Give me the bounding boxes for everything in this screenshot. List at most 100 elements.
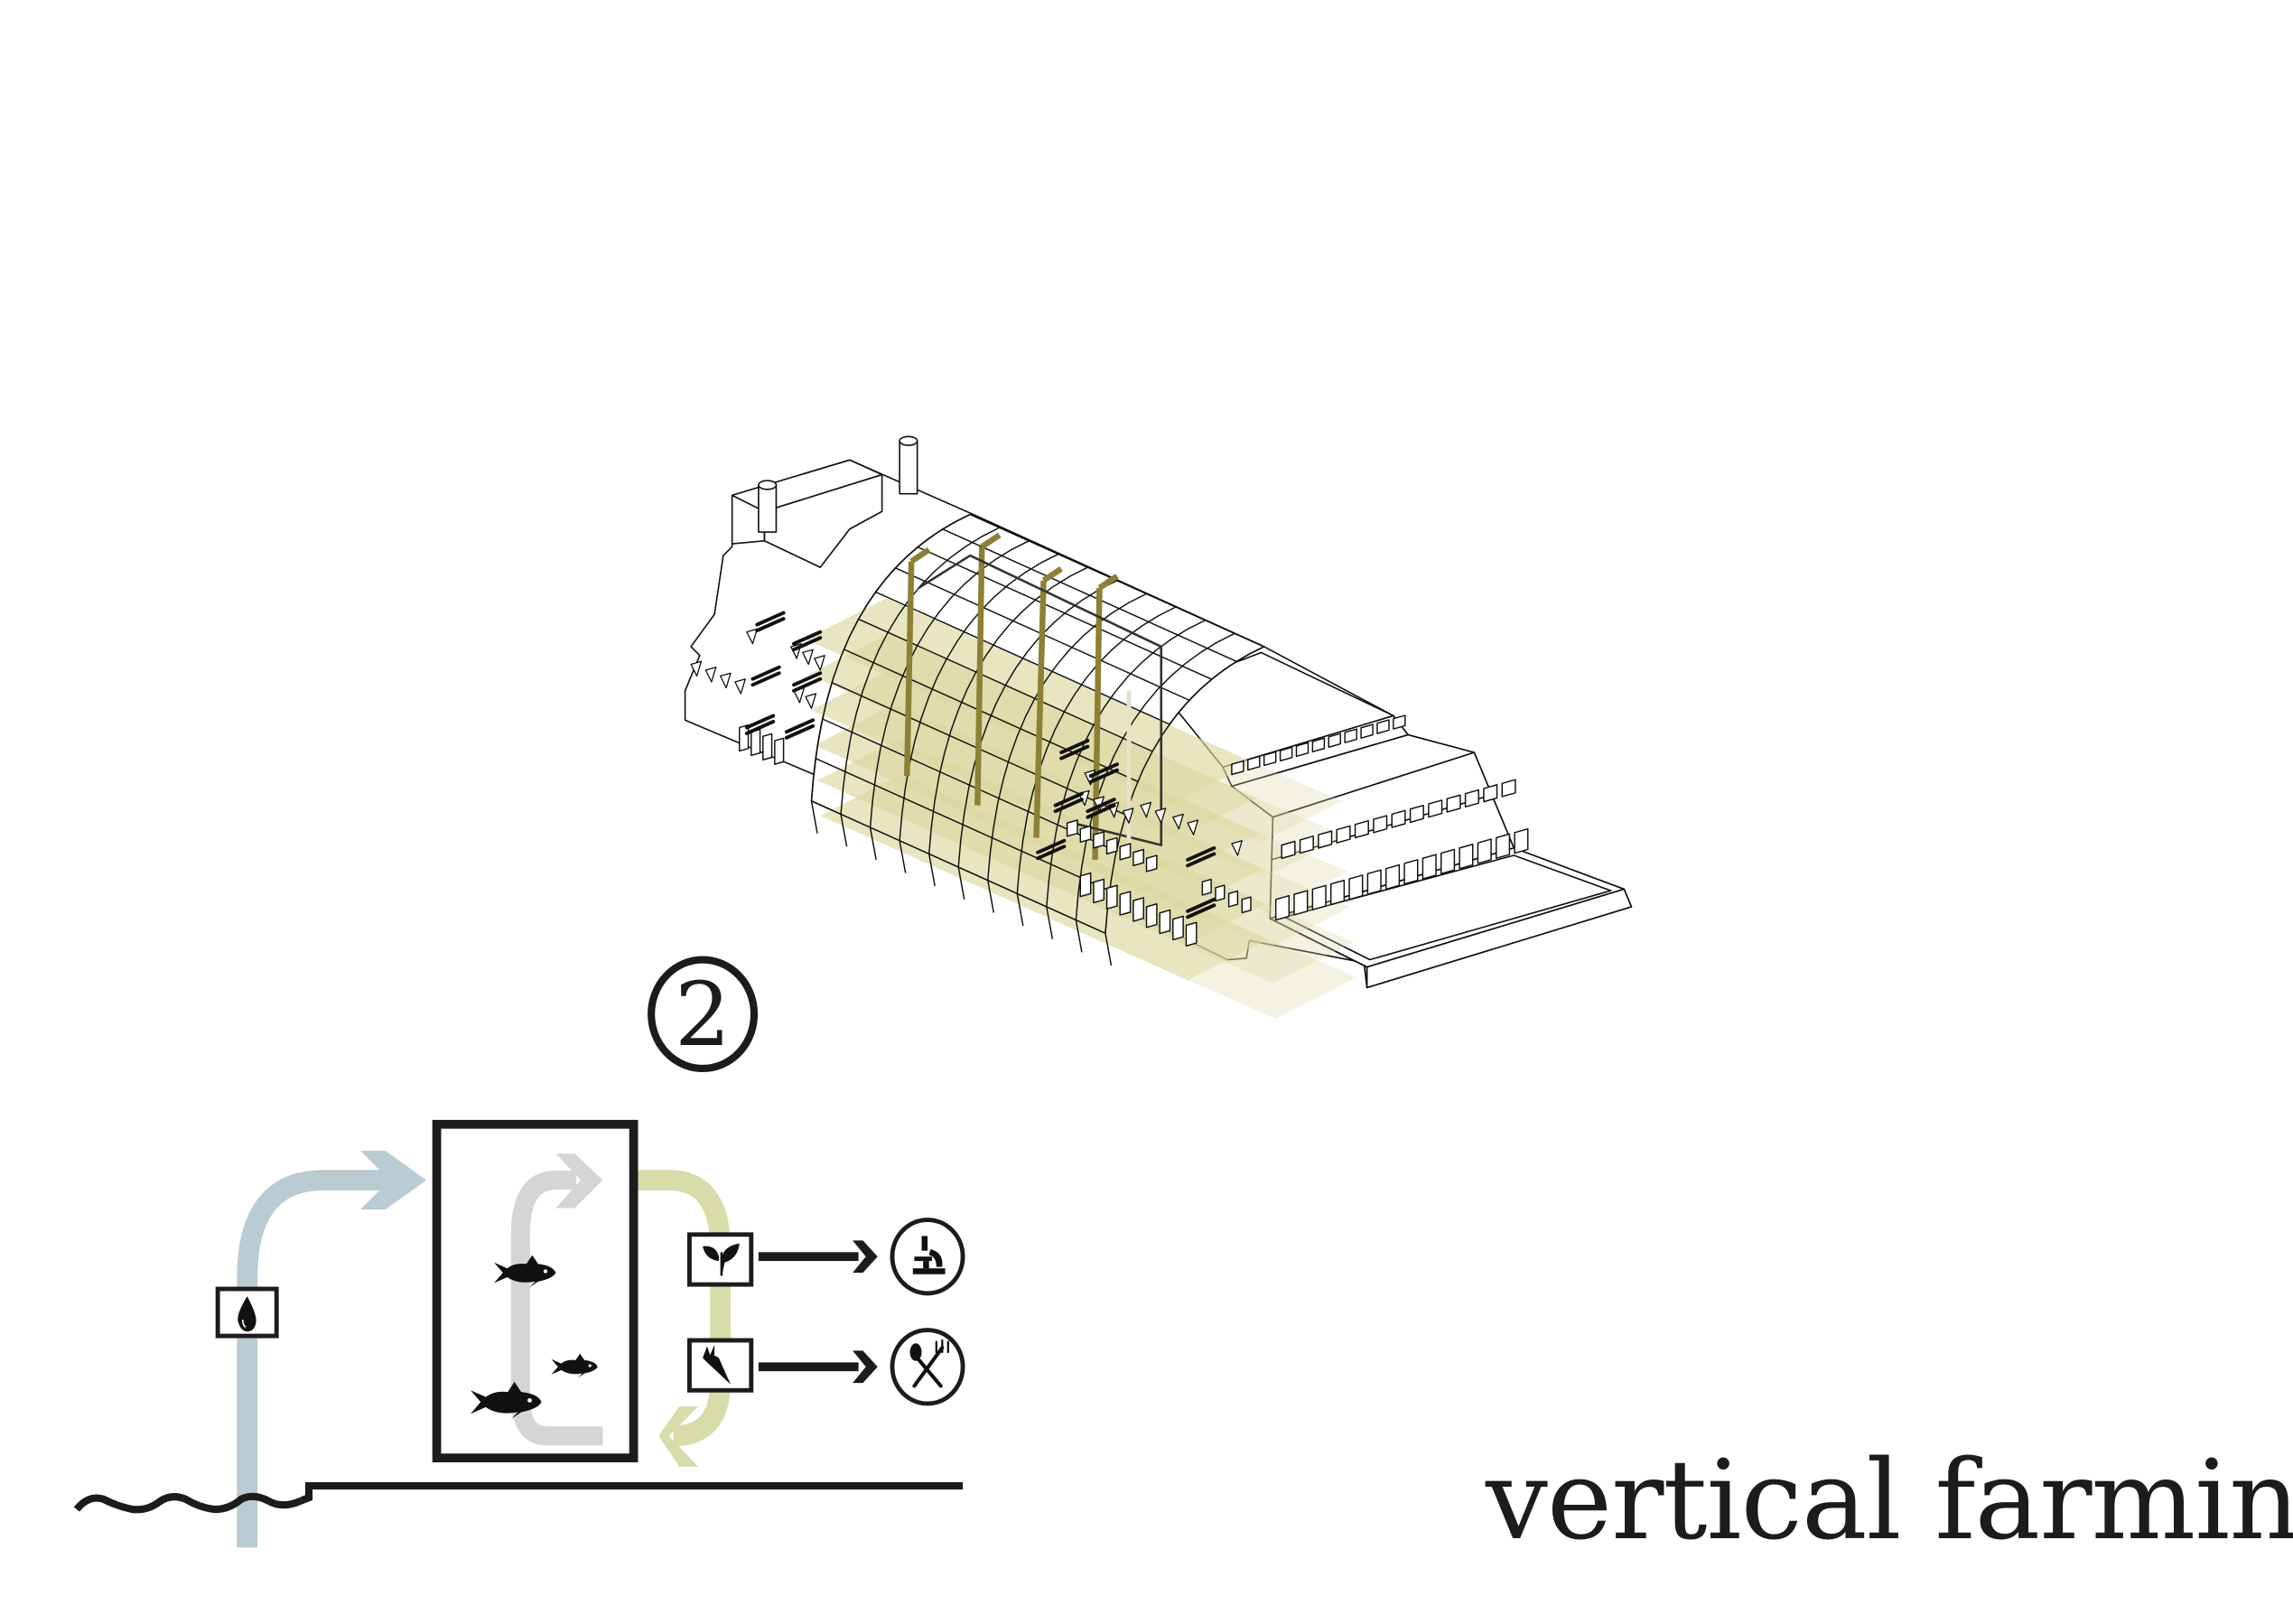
window-upper: [1231, 760, 1244, 776]
irrigation-pipe: [1186, 845, 1216, 862]
vault-mullion: [875, 591, 1170, 725]
irrigation-pipe: [750, 671, 781, 687]
food-output: [890, 1328, 965, 1406]
fish-body: [551, 1353, 598, 1378]
irrigation-pipe: [1036, 845, 1067, 861]
structure-frame-beam: [1097, 574, 1119, 591]
window-ground: [1079, 872, 1092, 898]
window-middle: [1464, 789, 1479, 808]
structure-frame-beam: [1041, 565, 1063, 583]
window-middle: [1428, 799, 1443, 818]
window-middle: [1336, 825, 1351, 844]
window-ground: [1105, 884, 1118, 910]
sprayer-nozzle: [814, 655, 825, 671]
window-side: [1105, 836, 1118, 855]
water-surface-line: [73, 1492, 303, 1514]
window-head: [774, 737, 785, 765]
nutrient-arrowhead: [658, 1406, 699, 1467]
diagram-title: vertical farming: [1486, 1436, 2293, 1564]
building-axonometric: [684, 435, 1633, 1019]
window-head: [750, 728, 761, 757]
deck-inner: [1283, 854, 1612, 961]
sprayer-nozzle: [704, 667, 717, 683]
irrigation-pipe: [1186, 897, 1216, 913]
growing-floor: [820, 774, 1269, 981]
irrigation-pipe: [1059, 744, 1090, 761]
fish-eye: [588, 1364, 592, 1367]
window-ground: [1159, 909, 1171, 935]
facade-mullion: [840, 814, 848, 847]
window-side: [1079, 825, 1092, 844]
irrigation-pipe: [792, 636, 823, 652]
window-side: [1133, 848, 1144, 867]
window-ground: [1185, 921, 1198, 947]
structure-frame-column: [974, 546, 985, 806]
output-arrow-research: [758, 1240, 878, 1274]
sprayer-nozzle: [690, 660, 703, 677]
irrigation-pipe: [784, 723, 816, 740]
window-lower: [1348, 874, 1364, 901]
window-ground: [1145, 903, 1158, 929]
carrot-icon: [703, 1344, 732, 1385]
sprayer-nozzle: [1140, 801, 1152, 818]
irrigation-pipe: [792, 630, 823, 646]
sprayer-nozzle: [1172, 813, 1184, 830]
irrigation-pipe: [1186, 852, 1216, 868]
step-badge: 2: [648, 956, 759, 1073]
window-middle: [1501, 779, 1516, 798]
chimney-right: [899, 435, 918, 495]
ground-line: [300, 1481, 964, 1505]
carrot-box: [687, 1338, 754, 1393]
fish-icon: [494, 1255, 556, 1288]
window-side: [1119, 843, 1132, 861]
sprayer-nozzle: [734, 678, 746, 695]
irrigation-pipe: [1086, 803, 1116, 819]
facade-mullion: [957, 866, 965, 900]
window-side-low: [1201, 878, 1212, 896]
fish-eye: [543, 1269, 548, 1274]
window-lower: [1514, 827, 1529, 854]
window-upper: [1360, 723, 1374, 739]
window-middle: [1391, 809, 1406, 828]
window-ground: [1133, 897, 1144, 922]
vault-rib: [1105, 646, 1265, 934]
water-drop-box: [215, 1286, 279, 1339]
window-lower: [1311, 884, 1327, 910]
fish-body: [494, 1255, 556, 1288]
window-middle: [1318, 830, 1333, 849]
plant-box: [687, 1232, 754, 1287]
facade-mullion: [1105, 933, 1113, 966]
spoon-fork-icon: [909, 1339, 949, 1388]
vault-mullion: [942, 528, 1237, 662]
fish-body: [471, 1381, 542, 1420]
window-side: [1145, 854, 1158, 873]
window-upper: [1311, 737, 1326, 753]
chimney-left: [758, 480, 778, 533]
window-lower: [1366, 869, 1382, 895]
sprayer-nozzle: [1122, 807, 1134, 824]
window-middle: [1373, 815, 1388, 834]
irrigation-pipe: [744, 714, 776, 730]
window-lower: [1384, 863, 1401, 891]
inner-frame: [918, 554, 1163, 846]
facade-mullion: [927, 854, 936, 887]
fish-tank: [432, 1119, 638, 1463]
internal-arrowhead: [555, 1153, 603, 1209]
irrigation-pipe: [744, 719, 776, 735]
window-lower: [1329, 879, 1346, 906]
irrigation-pipe: [1186, 903, 1216, 919]
irrigation-pipe: [1036, 838, 1067, 854]
window-lower: [1496, 833, 1511, 859]
window-head: [739, 723, 750, 752]
window-lower: [1293, 890, 1309, 916]
irrigation-pipe: [1059, 739, 1090, 755]
facade-mullion: [869, 826, 877, 861]
facade-mullion: [1046, 906, 1054, 939]
irrigation-pipe: [792, 671, 823, 687]
vault-mullion: [969, 513, 1264, 648]
window-middle: [1281, 840, 1296, 859]
fish-eye: [527, 1397, 532, 1403]
window-middle: [1354, 819, 1369, 839]
facade-mullion: [1016, 893, 1024, 927]
